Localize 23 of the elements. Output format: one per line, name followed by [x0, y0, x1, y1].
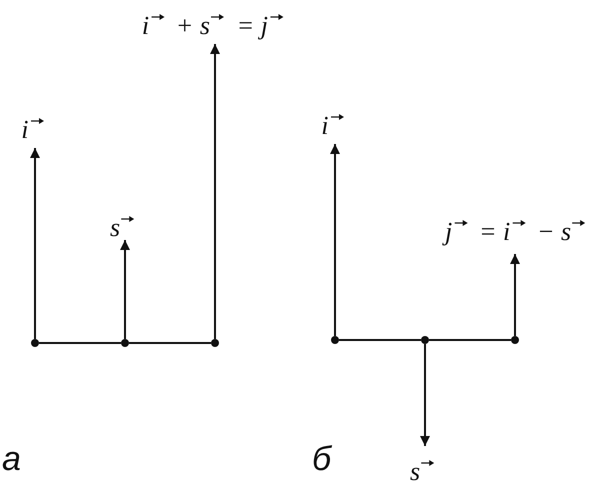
connector-line	[429, 339, 511, 341]
junction-dot	[211, 339, 219, 347]
vector-label: i⃗	[15, 104, 55, 148]
connector-line	[339, 339, 421, 341]
vector-label: i⃗ + s⃗ = j⃗	[140, 0, 290, 44]
vector-arrow	[120, 240, 130, 339]
connector-line	[39, 342, 121, 344]
junction-dot	[331, 336, 339, 344]
vector-label: i⃗	[320, 100, 350, 144]
junction-dot	[511, 336, 519, 344]
junction-dot	[421, 336, 429, 344]
panel-letter: а	[2, 440, 21, 479]
panel-letter: б	[312, 440, 332, 479]
junction-dot	[31, 339, 39, 347]
junction-dot	[121, 339, 129, 347]
vector-arrow	[510, 254, 520, 336]
vector-arrow	[330, 144, 340, 336]
vector-arrow	[420, 344, 430, 446]
vector-arrow	[30, 148, 40, 339]
vector-label: s⃗	[110, 202, 140, 240]
vector-arrow	[210, 44, 220, 339]
vector-label: s⃗	[410, 446, 440, 486]
connector-line	[129, 342, 211, 344]
